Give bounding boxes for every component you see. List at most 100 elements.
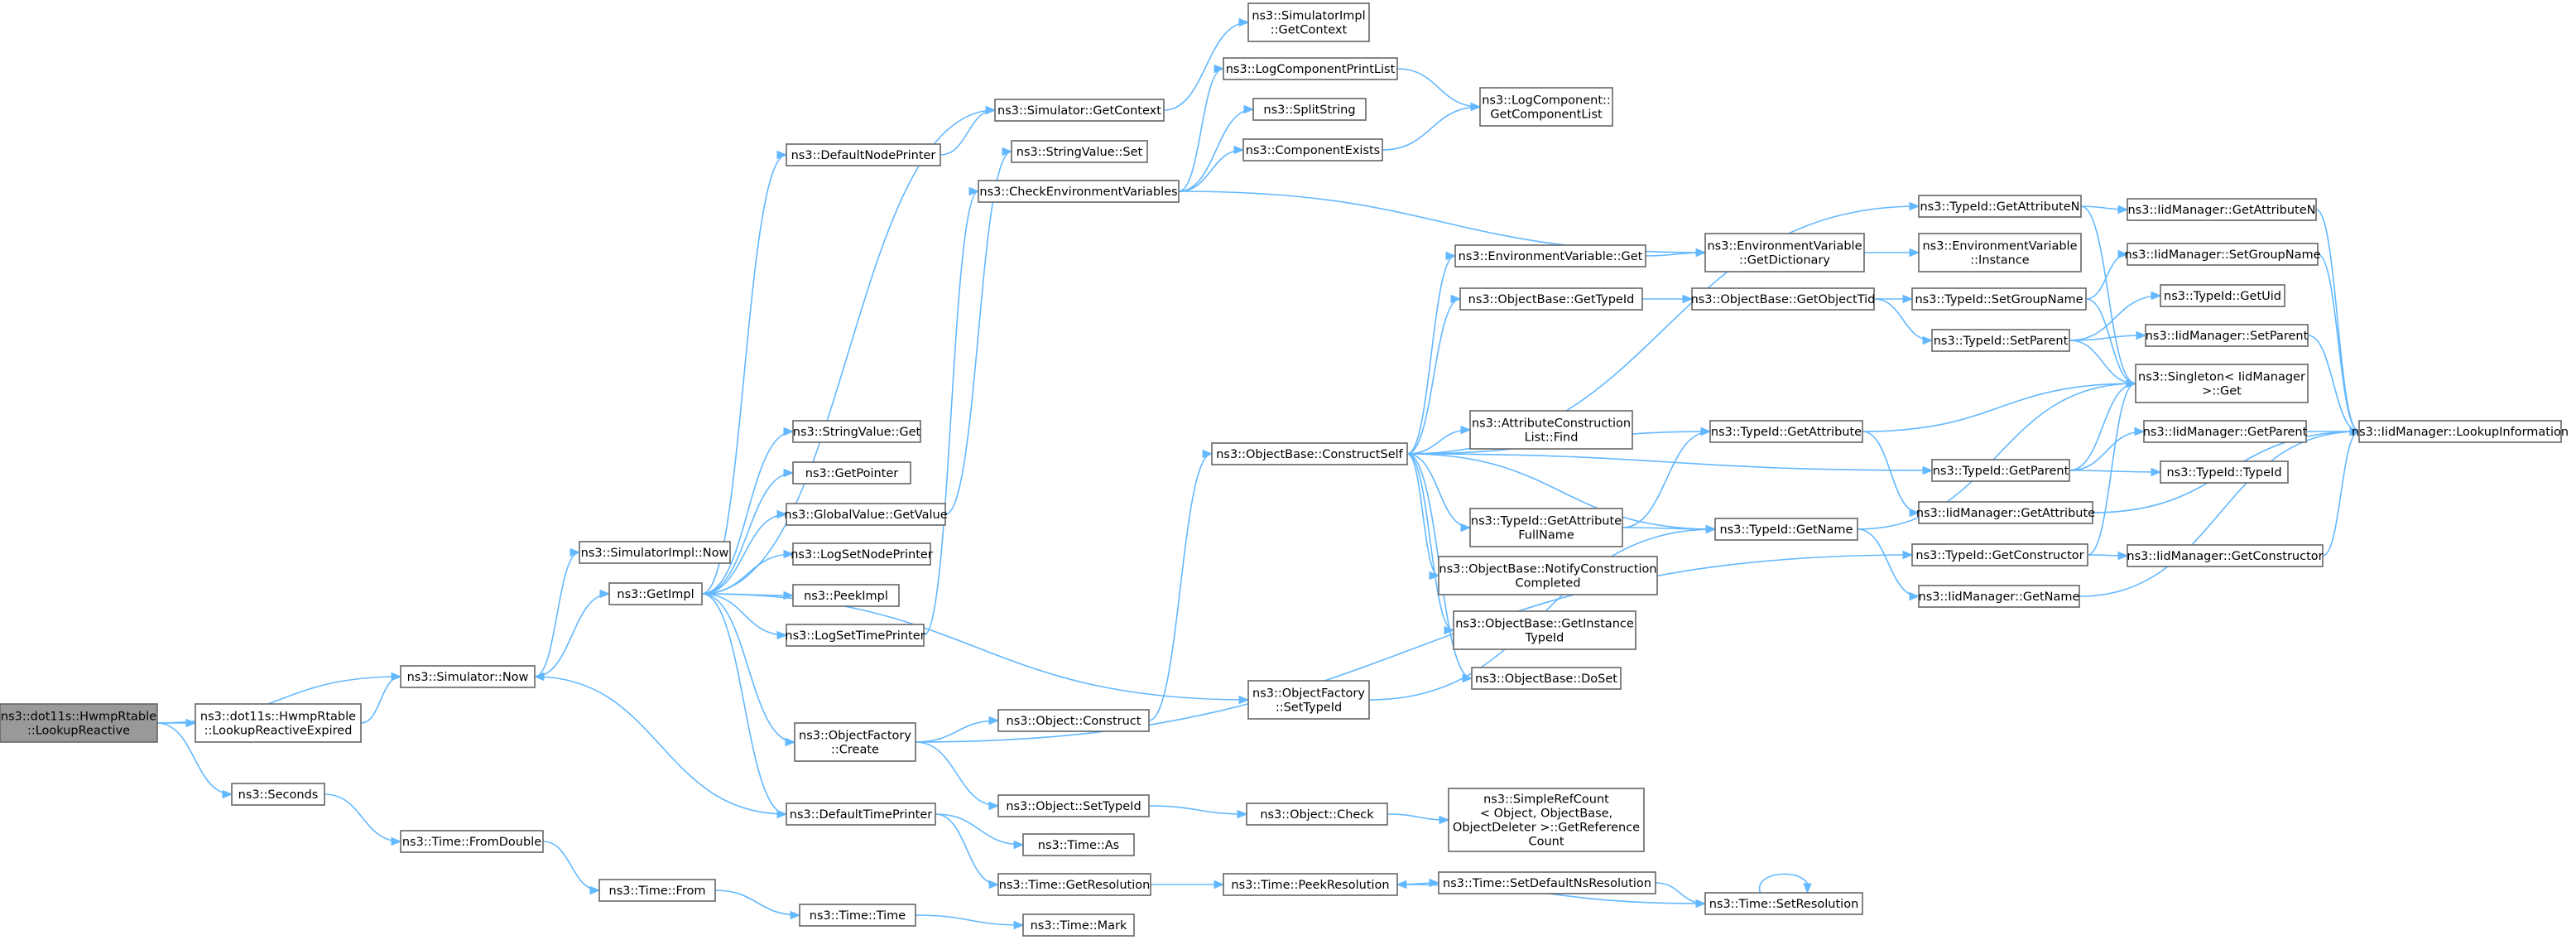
edge-line [701, 472, 794, 595]
node-typeid-getattributen[interactable]: ns3::TypeId::GetAttributeN [1918, 195, 2082, 218]
node-envvar-get[interactable]: ns3::EnvironmentVariable::Get [1454, 244, 1646, 268]
edge-arrowhead [988, 880, 1000, 889]
node-default-node-printer[interactable]: ns3::DefaultNodePrinter [786, 143, 941, 166]
node-label: ns3::IidManager::LookupInformation [2352, 426, 2569, 439]
node-typeid-setgroupname[interactable]: ns3::TypeId::SetGroupName [1911, 287, 2087, 311]
node-iidmanager-getconstructor[interactable]: ns3::IidManager::GetConstructor [2127, 544, 2324, 567]
node-objectbase-getobjecttid[interactable]: ns3::ObjectBase::GetObjectTid [1691, 287, 1876, 311]
node-default-time-printer[interactable]: ns3::DefaultTimePrinter [786, 803, 936, 826]
node-box [997, 794, 1150, 817]
node-simulator-now[interactable]: ns3::Simulator::Now [400, 665, 536, 688]
edge-arrowhead [222, 789, 233, 799]
edge-arrowhead [1237, 809, 1248, 819]
node-split-string[interactable]: ns3::SplitString [1252, 98, 1367, 121]
node-box [1022, 913, 1135, 937]
node-label: ns3::Time::SetResolution [1709, 898, 1859, 911]
node-iidmanager-getparent[interactable]: ns3::IidManager::GetParent [2143, 420, 2308, 443]
node-time-setresolution[interactable]: ns3::Time::SetResolution [1704, 892, 1863, 915]
node-check-env-vars[interactable]: ns3::CheckEnvironmentVariables [978, 180, 1180, 203]
edge-line [701, 154, 787, 595]
node-objectfactory-settypeid[interactable]: ns3::ObjectFactory::SetTypeId [1247, 680, 1370, 720]
node-object-construct[interactable]: ns3::Object::Construct [997, 709, 1150, 732]
node-envvar-instance[interactable]: ns3::EnvironmentVariable::Instance [1918, 233, 2082, 272]
node-typeid-getparent[interactable]: ns3::TypeId::GetParent [1931, 459, 2070, 482]
node-box [1471, 667, 1622, 690]
node-typeid-getattribute[interactable]: ns3::TypeId::GetAttribute [1709, 420, 1863, 443]
node-label: ns3::SimpleRefCount [1483, 793, 1609, 807]
node-typeid-getconstructor[interactable]: ns3::TypeId::GetConstructor [1911, 543, 2088, 566]
node-iidmanager-setparent[interactable]: ns3::IidManager::SetParent [2145, 324, 2309, 347]
node-component-exists[interactable]: ns3::ComponentExists [1242, 138, 1383, 161]
node-time-from[interactable]: ns3::Time::From [598, 879, 716, 902]
node-objectfactory-create[interactable]: ns3::ObjectFactory::Create [794, 722, 916, 762]
node-time-time[interactable]: ns3::Time::Time [799, 904, 916, 927]
node-iidmanager-getname[interactable]: ns3::IidManager::GetName [1918, 585, 2080, 608]
node-get-pointer[interactable]: ns3::GetPointer [792, 461, 911, 484]
node-box [1242, 138, 1383, 161]
node-label: ns3::SimulatorImpl::Now [581, 547, 729, 560]
node-singleton-get[interactable]: ns3::Singleton< IidManager>::Get [2135, 364, 2309, 403]
node-objectbase-doset[interactable]: ns3::ObjectBase::DoSet [1471, 667, 1622, 690]
node-object-check[interactable]: ns3::Object::Check [1246, 803, 1388, 826]
edge-line [1406, 453, 1933, 471]
node-time-mark[interactable]: ns3::Time::Mark [1022, 913, 1135, 937]
edge-arrowhead [1214, 64, 1225, 74]
edge-line [1406, 453, 1471, 528]
node-simimpl-getcontext[interactable]: ns3::SimulatorImpl::GetContext [1247, 2, 1370, 42]
node-box [1438, 556, 1658, 595]
node-objectbase-notifyconstructioncompleted[interactable]: ns3::ObjectBase::NotifyConstructionCompl… [1438, 556, 1658, 595]
edge-typeid-getattribute-to-iidmanager-getattribute [1862, 431, 1920, 518]
node-typeid-getname[interactable]: ns3::TypeId::GetName [1714, 518, 1858, 541]
node-globalvalue-getvalue[interactable]: ns3::GlobalValue::GetValue [784, 503, 948, 526]
node-typeid-typeid[interactable]: ns3::TypeId::TypeId [2160, 460, 2289, 484]
node-time-peekresolution[interactable]: ns3::Time::PeekResolution [1223, 873, 1398, 896]
node-stringvalue-get[interactable]: ns3::StringValue::Get [792, 420, 921, 443]
node-log-set-time-printer[interactable]: ns3::LogSetTimePrinter [785, 624, 925, 647]
node-lookup-expired[interactable]: ns3::dot11s::HwmpRtable::LookupReactiveE… [195, 703, 362, 743]
node-iidmanager-setgroupname[interactable]: ns3::IidManager::SetGroupName [2124, 243, 2321, 266]
node-object-settypeid[interactable]: ns3::Object::SetTypeId [997, 794, 1150, 817]
edge-arrowhead [1902, 294, 1914, 304]
node-stringvalue-set[interactable]: ns3::StringValue::Set [1011, 140, 1148, 163]
node-box [400, 830, 544, 853]
node-peek-impl[interactable]: ns3::PeekImpl [792, 584, 900, 607]
node-objectbase-constructself[interactable]: ns3::ObjectBase::ConstructSelf [1211, 442, 1408, 465]
node-simulator-getcontext[interactable]: ns3::Simulator::GetContext [994, 99, 1165, 122]
node-simplerefcount[interactable]: ns3::SimpleRefCount< Object, ObjectBase,… [1448, 788, 1645, 852]
edge-arrowhead [1450, 294, 1462, 304]
node-typeid-setparent[interactable]: ns3::TypeId::SetParent [1931, 329, 2070, 352]
node-get-impl[interactable]: ns3::GetImpl [608, 582, 703, 605]
node-envvar-getdictionary[interactable]: ns3::EnvironmentVariable::GetDictionary [1704, 233, 1865, 272]
node-label: ns3::ObjectBase::GetInstance [1455, 618, 1634, 631]
node-time-as[interactable]: ns3::Time::As [1022, 833, 1135, 856]
node-iidmanager-lookupinformation[interactable]: ns3::IidManager::LookupInformation [2352, 420, 2569, 443]
edge-arrowhead [185, 718, 197, 728]
edge-get-impl-to-objectfactory-create [701, 593, 796, 747]
node-iidmanager-getattribute[interactable]: ns3::IidManager::GetAttribute [1916, 501, 2095, 524]
node-from-double[interactable]: ns3::Time::FromDouble [400, 830, 544, 853]
node-time-setdefaultnsresolution[interactable]: ns3::Time::SetDefaultNsResolution [1438, 871, 1656, 894]
node-typeid-getuid[interactable]: ns3::TypeId::GetUid [2160, 284, 2285, 307]
node-box [579, 541, 731, 564]
edge-arrowhead [1396, 880, 1407, 889]
node-logcomponent-getcomponentlist[interactable]: ns3::LogComponent::GetComponentList [1479, 87, 1613, 127]
node-time-getresolution[interactable]: ns3::Time::GetResolution [997, 873, 1151, 896]
edge-line [2087, 383, 2136, 556]
edge-log-set-time-printer-to-check-env-vars [923, 186, 980, 636]
node-log-component-print-list[interactable]: ns3::LogComponentPrintList [1223, 57, 1398, 80]
edge-objectbase-constructself-to-objectbase-gettypeid [1406, 294, 1462, 455]
node-objectbase-gettypeid[interactable]: ns3::ObjectBase::GetTypeId [1459, 287, 1643, 311]
node-simimpl-now[interactable]: ns3::SimulatorImpl::Now [579, 541, 731, 564]
node-root[interactable]: ns3::dot11s::HwmpRtable::LookupReactive [0, 703, 158, 743]
node-seconds[interactable]: ns3::Seconds [231, 783, 325, 806]
edge-arrowhead [1013, 920, 1025, 930]
node-iidmanager-getattributen[interactable]: ns3::IidManager::GetAttributeN [2127, 198, 2317, 221]
node-box [0, 703, 158, 743]
edge-get-impl-to-stringvalue-get [701, 427, 795, 595]
edge-time-from-to-time-time [714, 889, 801, 920]
node-box [1931, 329, 2070, 352]
node-log-set-node-printer[interactable]: ns3::LogSetNodePrinter [791, 542, 933, 566]
